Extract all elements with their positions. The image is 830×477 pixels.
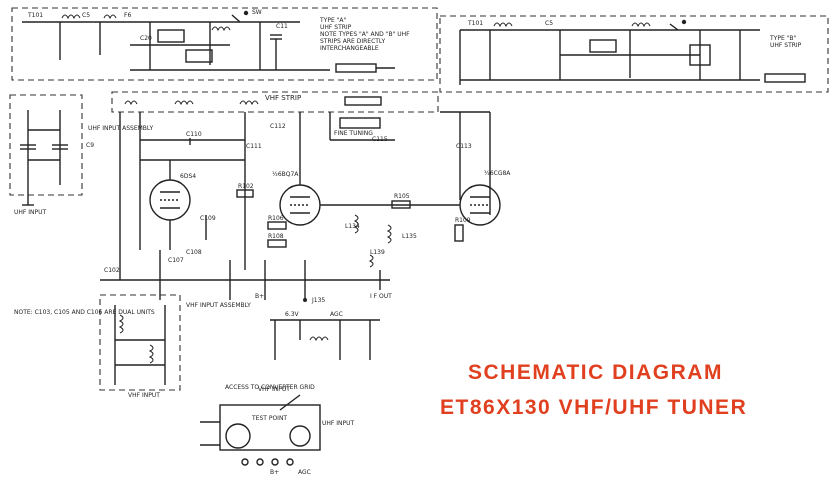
label-tube-6bq7a: ½6BQ7A <box>272 171 299 178</box>
label-sw: SW <box>252 9 262 16</box>
label-j135: J135 <box>311 297 325 304</box>
label-r105: R105 <box>394 193 410 200</box>
label-if-out: I F OUT <box>370 293 392 300</box>
rf-mixer-circuit: 6DS4 ½6BQ7A ½6CG8A FINE TUNING C115 R102… <box>86 111 511 304</box>
label-r108: R108 <box>268 233 284 240</box>
label-c112: C112 <box>270 123 286 130</box>
label-uhf-input: UHF INPUT <box>14 209 47 216</box>
note-type-b: TYPE "B" <box>769 35 797 42</box>
label-vhf-input-chassis: VHF INPUT <box>258 386 290 393</box>
note-line-2: STRIPS ARE DIRECTLY <box>320 38 385 45</box>
label-r109: R109 <box>455 217 471 224</box>
diagram-title-line-1: SCHEMATIC DIAGRAM <box>468 361 723 384</box>
label-vhf-strip: VHF STRIP <box>265 94 301 102</box>
note-uhf-strip: UHF STRIP <box>320 24 352 31</box>
label-note-c103: NOTE: C103, C105 AND C106 ARE DUAL UNITS <box>14 309 155 316</box>
vhf-input-assembly-border <box>99 294 181 391</box>
label-c20: C20 <box>140 35 152 42</box>
label-c115: C115 <box>372 136 388 143</box>
chassis-view: ACCESS TO CONVERTER GRID TEST POINT VHF … <box>200 384 355 476</box>
vhf-input-assembly: VHF INPUT ASSEMBLY VHF INPUT NOTE: C103,… <box>14 294 251 399</box>
agc-heater-section: AGC 6.3V <box>270 311 380 360</box>
note-line-3: INTERCHANGEABLE <box>320 45 379 52</box>
label-test-point: TEST POINT <box>251 415 287 422</box>
label-agc-bottom: AGC <box>298 469 311 476</box>
diagram-title-line-2: ET86X130 VHF/UHF TUNER <box>440 396 748 419</box>
label-l135: L135 <box>402 233 417 240</box>
label-l139: L139 <box>370 249 385 256</box>
label-access: ACCESS TO CONVERTER GRID <box>225 384 315 391</box>
label-b-plus: B+ <box>255 293 264 300</box>
uhf-strip-b-border <box>439 15 829 93</box>
uhf-input-assembly-border <box>9 94 83 196</box>
label-c109: C109 <box>200 215 216 222</box>
label-t101-b: T101 <box>467 20 483 27</box>
label-r106: R106 <box>268 215 284 222</box>
vhf-strip-border <box>111 91 439 113</box>
label-fine-tuning: FINE TUNING <box>334 130 373 137</box>
label-c5-b: C5 <box>545 20 553 27</box>
vhf-strip: VHF STRIP <box>111 91 439 113</box>
label-vhf-input-assembly: VHF INPUT ASSEMBLY <box>186 302 251 309</box>
label-c107: C107 <box>168 257 184 264</box>
note-type-b-strip: UHF STRIP <box>770 42 802 49</box>
uhf-strip-type-b: T101 C5 TYPE "B" UHF STRIP <box>439 15 829 93</box>
label-agc: AGC <box>330 311 343 318</box>
label-b-plus-bottom: B+ <box>270 469 279 476</box>
label-c110: C110 <box>186 131 202 138</box>
label-c9: C9 <box>86 142 94 149</box>
label-heater: 6.3V <box>285 311 300 318</box>
label-c102: C102 <box>104 267 120 274</box>
label-c5: C5 <box>82 12 90 19</box>
label-c108: C108 <box>186 249 202 256</box>
label-tube-6ds4: 6DS4 <box>180 173 196 180</box>
label-tube-6cg8a: ½6CG8A <box>484 170 511 177</box>
chassis-outline <box>219 404 321 451</box>
label-c11: C11 <box>276 23 288 30</box>
label-l134: L134 <box>345 223 360 230</box>
label-c113: C113 <box>456 143 472 150</box>
note-line-1: NOTE TYPES "A" AND "B" UHF <box>320 31 410 38</box>
uhf-strip-a-border <box>11 7 438 81</box>
note-type-a: TYPE "A" <box>319 17 347 24</box>
uhf-strip-type-a: T101 C5 F6 SW C11 C20 TYPE "A" UHF STRIP… <box>11 7 438 81</box>
label-uhf-input-assembly: UHF INPUT ASSEMBLY <box>88 125 153 132</box>
label-r102: R102 <box>238 183 254 190</box>
label-uhf-input-chassis: UHF INPUT <box>322 420 355 427</box>
label-t101: T101 <box>27 12 43 19</box>
label-vhf-input: VHF INPUT <box>128 392 160 399</box>
label-f6: F6 <box>124 12 131 19</box>
label-c111: C111 <box>246 143 262 150</box>
uhf-input-assembly: UHF INPUT ASSEMBLY UHF INPUT <box>9 94 153 216</box>
